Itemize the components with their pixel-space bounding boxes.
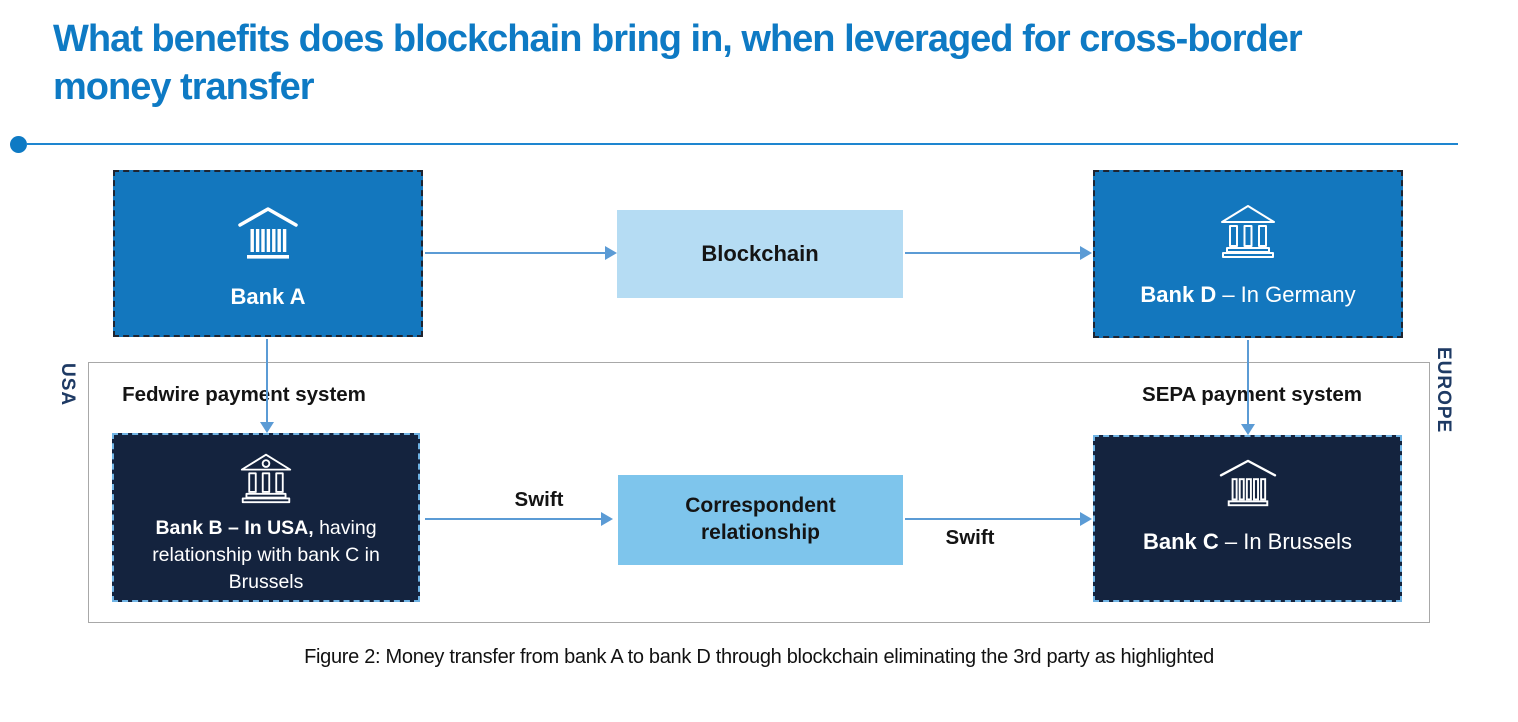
arrowhead-down-icon (260, 422, 274, 433)
arrowhead-right-icon (1080, 512, 1092, 526)
node-bank-c: Bank C – In Brussels (1093, 435, 1402, 602)
node-bank-a: Bank A (113, 170, 423, 337)
figure-caption: Figure 2: Money transfer from bank A to … (304, 646, 1214, 668)
title-rule-dot (10, 136, 27, 153)
blockchain-label: Blockchain (701, 241, 819, 266)
arrowhead-right-icon (601, 512, 613, 526)
node-bank-b: Bank B – In USA, having relationship wit… (112, 433, 420, 602)
bank-c-label: Bank C – In Brussels (1143, 529, 1352, 555)
bank-c-name: Bank C (1142, 529, 1219, 554)
sepa-label: SEPA payment system (1142, 383, 1362, 406)
arrow-bank-a-to-blockchain (425, 252, 607, 254)
bank-d-name: Bank D (1140, 282, 1217, 307)
swift-right-label: Swift (945, 526, 995, 549)
arrowhead-right-icon (1080, 246, 1092, 260)
bank-a-label: Bank A (231, 284, 306, 310)
arrow-bank-d-to-bank-c (1247, 340, 1249, 425)
bank-c-desc: – In Brussels (1218, 529, 1353, 554)
arrow-correspondent-to-bank-c (905, 518, 1082, 520)
page-title: What benefits does blockchain bring in, … (53, 18, 1303, 108)
arrow-bank-a-to-bank-b (266, 339, 268, 423)
bank-b-desc: having relationship with bank C in Bruss… (152, 517, 380, 593)
region-label-usa: USA (57, 363, 78, 407)
node-blockchain: Blockchain (617, 210, 903, 298)
bank-a-name: Bank A (230, 284, 306, 309)
node-correspondent-relationship: Correspondent relationship (618, 475, 903, 565)
arrowhead-right-icon (605, 246, 617, 260)
correspondent-label: Correspondent relationship (685, 494, 836, 544)
arrow-bank-b-to-correspondent (425, 518, 603, 520)
arrowhead-down-icon (1241, 424, 1255, 435)
swift-left-label: Swift (514, 488, 564, 511)
bank-building-icon (1217, 202, 1279, 260)
title-rule-line (26, 143, 1458, 145)
node-bank-d: Bank D – In Germany (1093, 170, 1403, 338)
bank-building-icon (237, 206, 299, 262)
bank-b-name: Bank B – In USA, (155, 517, 314, 539)
region-label-europe: EUROPE (1433, 347, 1454, 434)
legacy-payments-region-box (88, 362, 1430, 623)
bank-b-label: Bank B – In USA, having relationship wit… (130, 515, 402, 596)
arrow-blockchain-to-bank-d (905, 252, 1082, 254)
bank-d-label: Bank D – In Germany (1140, 282, 1355, 308)
fedwire-label: Fedwire payment system (122, 383, 366, 406)
bank-building-icon (1218, 457, 1278, 511)
bank-building-coin-icon (237, 451, 295, 505)
bank-d-desc: – In Germany (1216, 282, 1356, 307)
